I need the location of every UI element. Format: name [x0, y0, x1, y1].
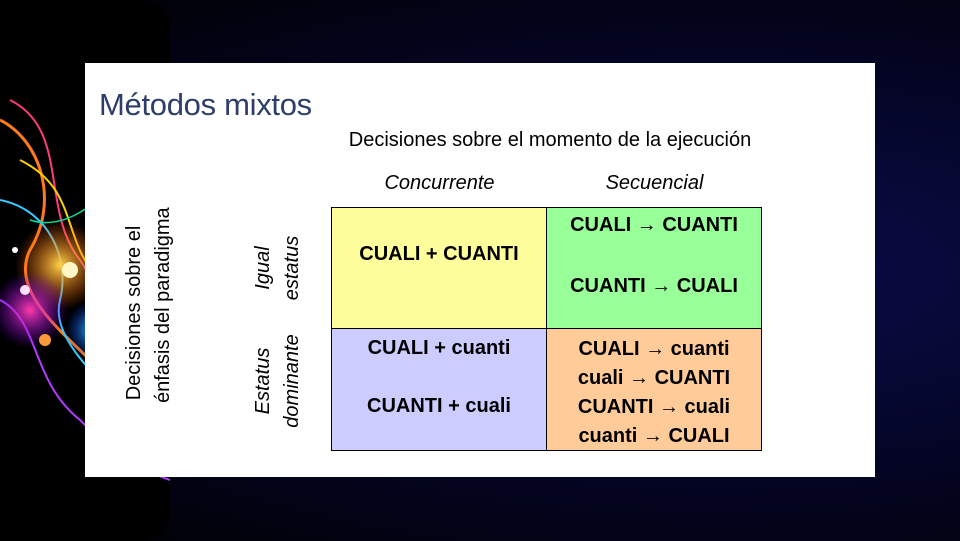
row-header-line: Igual	[252, 246, 274, 290]
cell-equal-concurrent: CUALI + CUANTI	[332, 208, 547, 329]
cell-entry: CUALI + cuanti	[367, 337, 511, 359]
cell-entry: CUANTI + cuali	[367, 395, 511, 417]
row-group-header-line: énfasis del paradigma	[152, 207, 174, 403]
column-group-header: Decisiones sobre el momento de la ejecuc…	[348, 129, 752, 151]
row-group-header: Decisiones sobre el énfasis del paradigm…	[120, 207, 178, 403]
row-header-line: estatus	[281, 235, 303, 301]
cell-entry: CUANTI → cuali	[577, 396, 731, 418]
slide-canvas: Métodos mixtos Decisiones sobre el momen…	[85, 63, 875, 477]
cell-dominant-sequential: CUALI → cuanti cuali → CUANTI CUANTI → c…	[547, 329, 761, 450]
cell-entry: CUALI → CUANTI	[570, 214, 738, 236]
row-header-line: dominante	[281, 334, 303, 428]
column-header-sequential: Secuencial	[605, 172, 704, 194]
cell-entry: cuali → CUANTI	[577, 367, 731, 389]
cell-dominant-concurrent: CUALI + cuanti CUANTI + cuali	[332, 329, 547, 450]
row-header-dominant-status: Estatus dominante	[249, 321, 307, 441]
row-header-line: Estatus	[252, 347, 274, 415]
cell-entry: CUALI → cuanti	[578, 338, 730, 360]
cell-entry: CUANTI → CUALI	[570, 275, 738, 297]
cell-entry: cuanti → CUALI	[578, 425, 730, 447]
cell-entry: CUALI + CUANTI	[359, 243, 519, 265]
design-matrix: CUALI + CUANTI CUALI → CUANTI CUANTI → C…	[331, 207, 762, 451]
cell-equal-sequential: CUALI → CUANTI CUANTI → CUALI	[547, 208, 761, 329]
slide-title: Métodos mixtos	[99, 87, 312, 122]
column-header-concurrent: Concurrente	[384, 172, 495, 194]
row-header-equal-status: Igual estatus	[249, 218, 307, 318]
row-group-header-line: Decisiones sobre el	[123, 225, 145, 401]
